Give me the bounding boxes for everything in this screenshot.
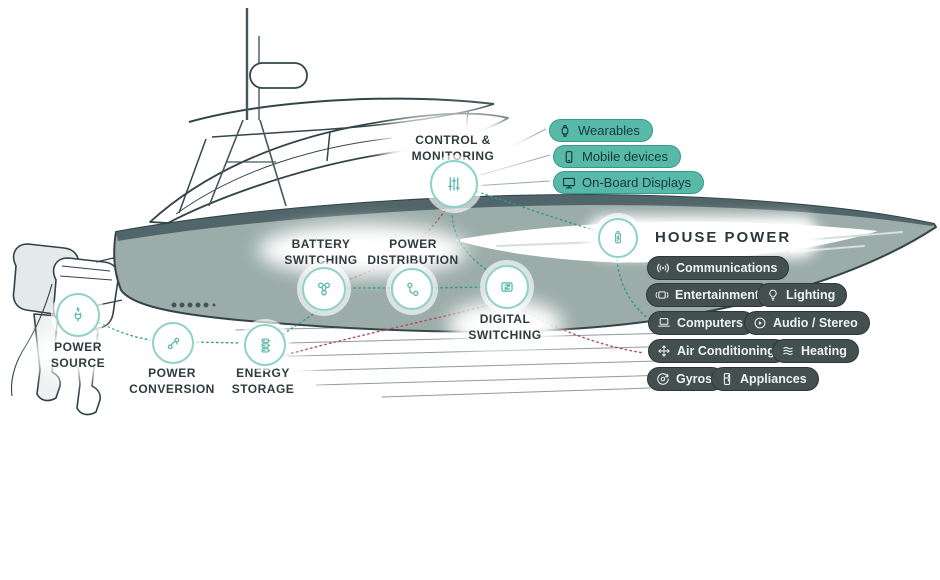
node-label-house-power: HOUSE POWER xyxy=(655,229,792,246)
gunwale-band xyxy=(116,195,934,241)
node-house-power xyxy=(598,218,638,258)
node-label-digital-switching: DIGITAL SWITCHING xyxy=(468,312,542,342)
bulb-icon xyxy=(769,289,777,301)
pill-mobile-devices: Mobile devices xyxy=(553,145,681,168)
pill-gyros: Gyros xyxy=(647,367,725,391)
porthole-dots xyxy=(171,302,216,308)
linked-nodes-icon xyxy=(318,282,330,296)
node-label-energy-storage: ENERGY STORAGE xyxy=(231,366,295,396)
pill-label: Lighting xyxy=(786,287,836,302)
pill-label: Wearables xyxy=(578,123,640,138)
pill-audio-stereo: Audio / Stereo xyxy=(744,311,870,335)
node-label-control-monitoring: CONTROL & MONITORING xyxy=(411,133,495,163)
node-battery-switching xyxy=(302,267,346,311)
media-screen-icon xyxy=(655,291,669,299)
snowflake-icon xyxy=(658,345,670,357)
pill-wearables: Wearables xyxy=(549,119,653,142)
node-label-power-conversion: POWER CONVERSION xyxy=(129,366,215,396)
heat-waves-icon xyxy=(783,347,793,355)
plug-bolt-icon xyxy=(74,306,82,322)
smartwatch-icon xyxy=(561,124,569,137)
pill-onboard-displays: On-Board Displays xyxy=(553,171,705,194)
smartphone-icon xyxy=(565,150,573,163)
pill-label: Heating xyxy=(801,343,847,358)
display-icon xyxy=(563,177,575,188)
pill-label: Gyros xyxy=(676,371,713,386)
pill-label: Entertainment xyxy=(675,287,760,302)
node-power-conversion xyxy=(152,322,194,364)
node-power-source xyxy=(56,293,100,337)
node-label-power-distribution: POWER DISTRIBUTION xyxy=(367,237,459,267)
appliance-icon xyxy=(723,373,731,385)
pill-label: Communications xyxy=(676,260,778,275)
battery-bolt-icon xyxy=(615,231,621,244)
swap-box-icon xyxy=(501,282,513,292)
play-circle-icon xyxy=(754,317,766,329)
pill-appliances: Appliances xyxy=(711,367,819,391)
pill-label: Mobile devices xyxy=(582,149,668,164)
gyro-icon xyxy=(657,373,669,385)
pill-label: Computers xyxy=(677,315,743,330)
pill-label: Appliances xyxy=(740,371,807,386)
pill-lighting: Lighting xyxy=(757,283,848,307)
branch-circuit-icon xyxy=(406,282,418,296)
battery-stack-icon xyxy=(261,337,270,353)
node-label-power-source: POWER SOURCE xyxy=(50,340,106,370)
node-energy-storage xyxy=(244,324,286,366)
sliders-icon xyxy=(448,177,460,191)
power-connection-lines xyxy=(94,189,649,344)
laptop-icon xyxy=(658,318,670,327)
broadcast-icon xyxy=(657,263,669,273)
pill-communications: Communications xyxy=(647,256,790,280)
node-control-monitoring xyxy=(430,160,478,208)
node-power-distribution xyxy=(391,268,433,310)
pill-label: Air Conditioning xyxy=(677,343,775,358)
pill-entertainment: Entertainment xyxy=(646,283,772,307)
pill-label: Audio / Stereo xyxy=(773,315,858,330)
converter-icon xyxy=(167,337,179,349)
pill-computers: Computers xyxy=(648,311,755,335)
node-digital-switching xyxy=(485,265,529,309)
pill-heating: Heating xyxy=(772,339,859,363)
node-label-battery-switching: BATTERY SWITCHING xyxy=(284,237,358,267)
pill-label: On-Board Displays xyxy=(582,175,692,190)
label-glow xyxy=(258,224,468,276)
radar-mast xyxy=(208,8,308,207)
pill-air-conditioning: Air Conditioning xyxy=(648,339,787,363)
